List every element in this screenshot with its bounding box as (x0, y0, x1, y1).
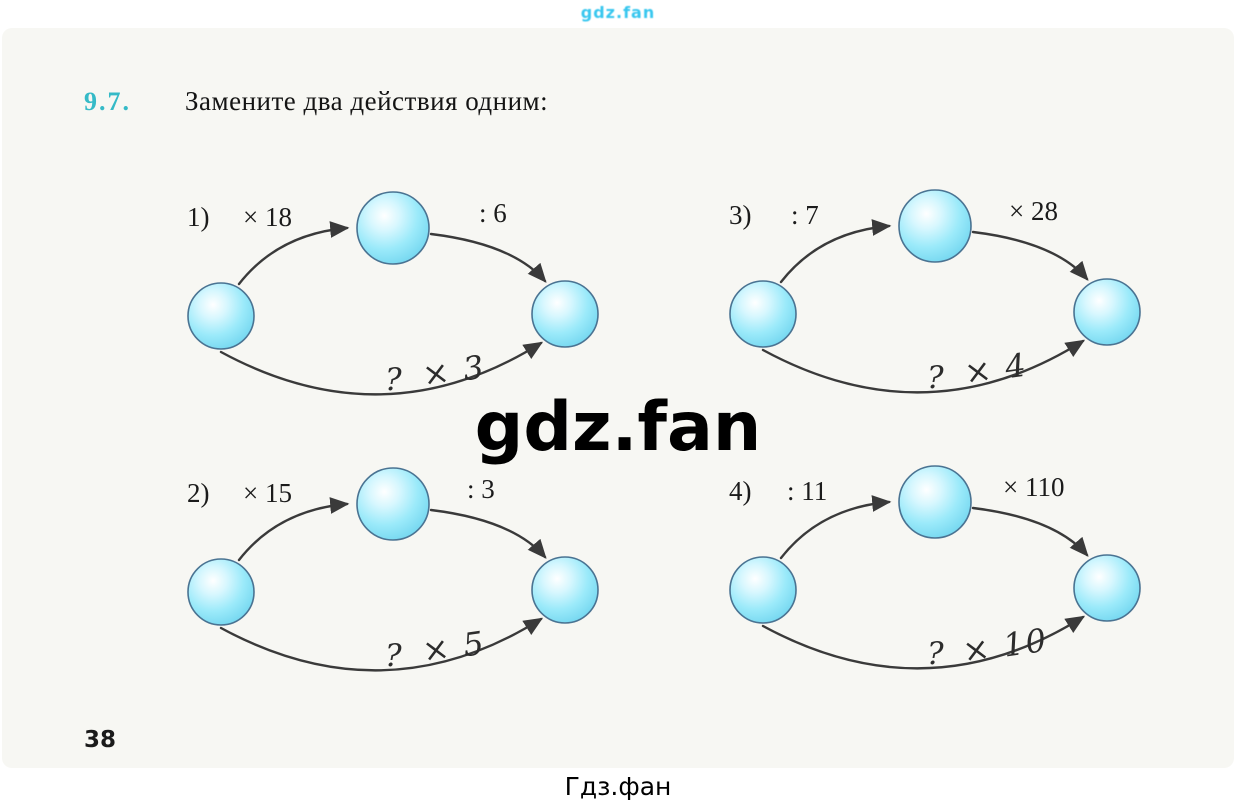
page-number: 38 (84, 727, 117, 753)
op1-label: × 18 (243, 202, 292, 232)
answer-question-mark: ? (927, 636, 944, 672)
circle-middle (356, 467, 430, 541)
op1-label: : 7 (791, 200, 819, 230)
answer-label: × 4 (962, 346, 1030, 392)
circle-end (1073, 554, 1141, 622)
answer-label: × 10 (960, 621, 1050, 671)
arrow-answer (219, 341, 544, 396)
arrow-answer (761, 615, 1086, 670)
diagram-3-svg: 3) : 7 × 28 ? × 4 (729, 189, 1141, 396)
answer-question-mark: ? (385, 638, 402, 674)
circle-start (729, 556, 797, 624)
arrow-op2 (429, 232, 547, 283)
circle-start (187, 558, 255, 626)
circle-start (729, 280, 797, 348)
circle-end (531, 280, 599, 348)
diagram-1: 1) × 18 : 6 ? × 3 (183, 176, 613, 421)
circle-middle (898, 189, 972, 263)
op2-label: × 28 (1009, 196, 1058, 226)
arrow-op1 (779, 219, 892, 284)
answer-label: × 3 (420, 348, 488, 394)
op1-label: : 11 (787, 476, 827, 506)
answer-question-mark: ? (927, 360, 944, 396)
op2-label: : 6 (479, 198, 507, 228)
circle-middle (898, 465, 972, 539)
arrow-op2 (971, 230, 1089, 281)
answer-label: × 5 (420, 624, 488, 670)
circle-start (187, 282, 255, 350)
arrow-op2 (971, 506, 1089, 557)
arrow-answer (761, 339, 1086, 394)
circle-end (1073, 278, 1141, 346)
arrow-op1 (237, 497, 350, 562)
diagram-3: 3) : 7 × 28 ? × 4 (725, 174, 1155, 419)
diagram-label: 2) (187, 478, 210, 508)
circle-middle (356, 191, 430, 265)
arrow-op1 (237, 221, 350, 286)
diagram-2-svg: 2) × 15 : 3 ? × 5 (187, 467, 599, 674)
diagram-4: 4) : 11 × 110 ? × 10 (725, 450, 1155, 695)
exercise-number: 9.7. (84, 87, 131, 116)
arrow-op1 (779, 495, 892, 560)
diagram-4-svg: 4) : 11 × 110 ? × 10 (729, 465, 1141, 672)
op2-label: × 110 (1003, 472, 1064, 502)
answer-question-mark: ? (385, 362, 402, 398)
arrow-op2 (429, 508, 547, 559)
diagram-2: 2) × 15 : 3 ? × 5 (183, 452, 613, 697)
op1-label: × 15 (243, 478, 292, 508)
watermark-bottom: Гдз.фан (564, 772, 672, 801)
watermark-center: gdz.fan (474, 388, 762, 467)
op2-label: : 3 (467, 474, 495, 504)
diagram-label: 1) (187, 202, 210, 232)
watermark-top: gdz.fan (580, 3, 656, 22)
diagram-label: 4) (729, 476, 752, 506)
exercise-task: Замените два действия одним: (185, 86, 549, 116)
diagram-1-svg: 1) × 18 : 6 ? × 3 (187, 191, 599, 398)
arrow-answer (219, 617, 544, 672)
diagram-label: 3) (729, 200, 752, 230)
circle-end (531, 556, 599, 624)
